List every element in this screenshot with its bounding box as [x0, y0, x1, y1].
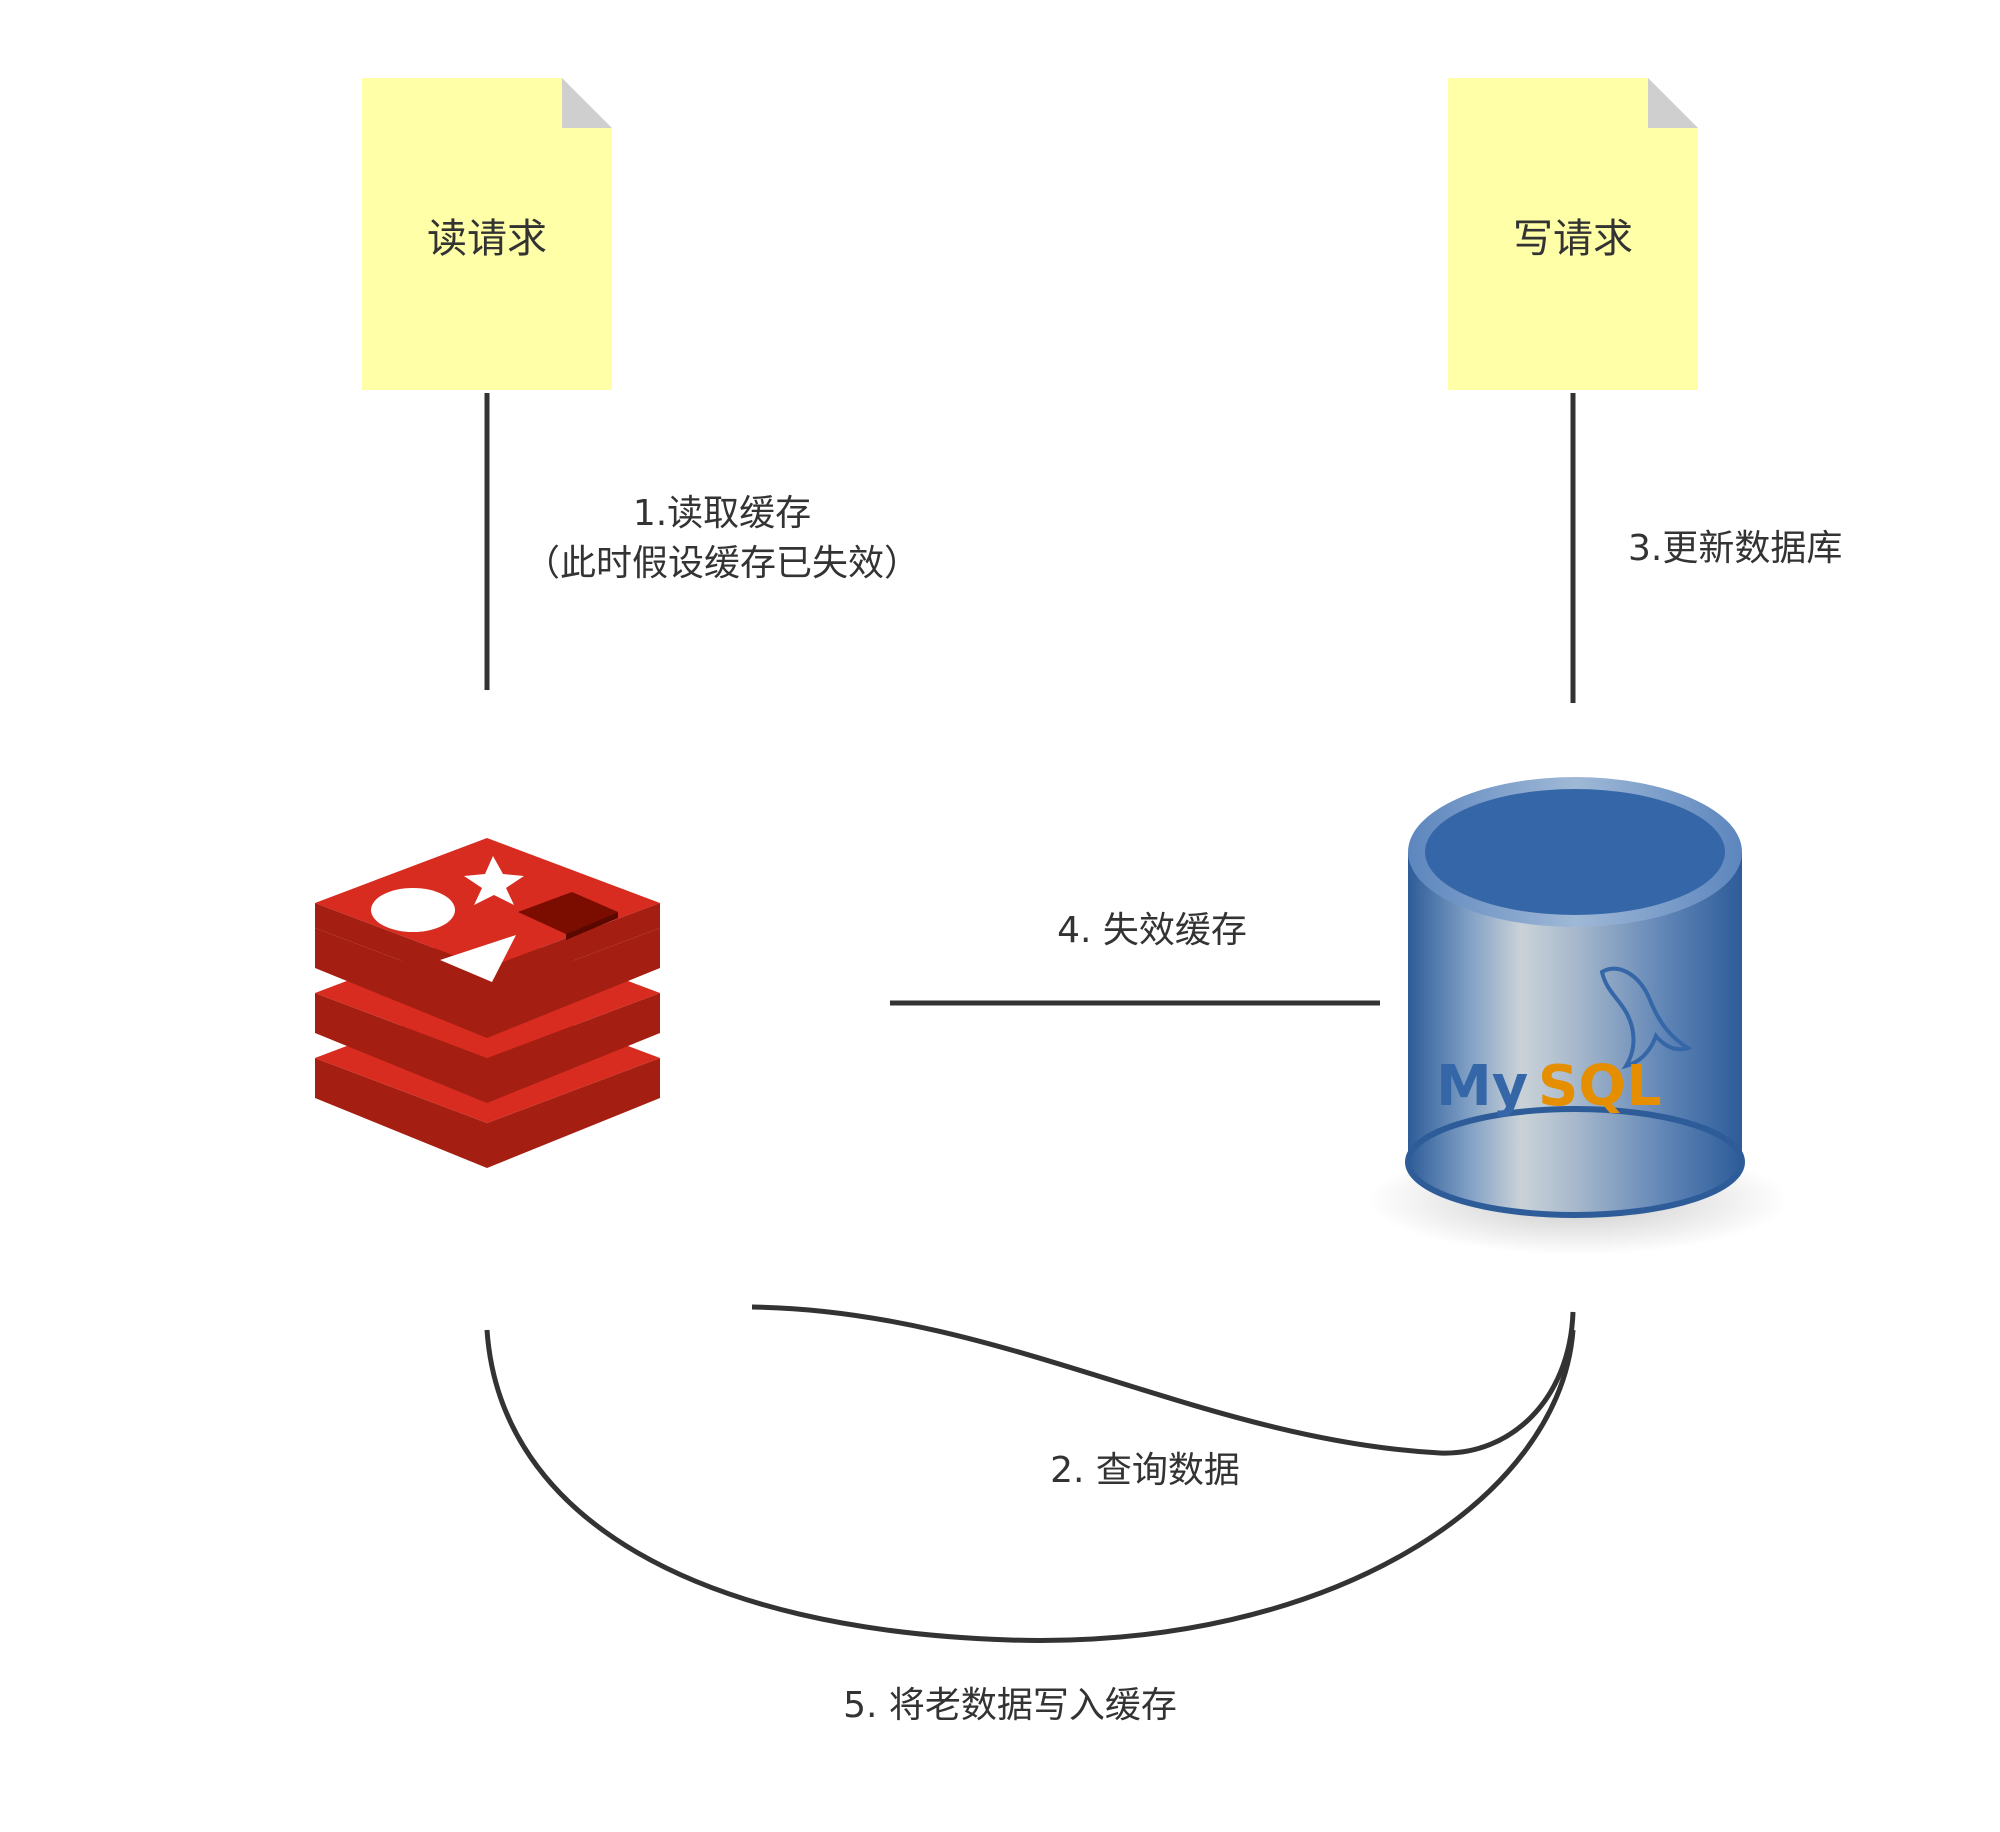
- redis-layer-top-face: [315, 838, 660, 968]
- edge-write-stale-arrow: [484, 1329, 1576, 1643]
- mysql-dolphin-icon: [1599, 966, 1693, 1070]
- note-shape: [1448, 78, 1698, 390]
- redis-circle-shape: [371, 888, 455, 932]
- redis-triangle-shape: [440, 935, 516, 982]
- redis-layer-top: [315, 928, 660, 1038]
- cylinder-bottom-rim: [1405, 1106, 1745, 1218]
- redis-layer-bottom: [315, 1058, 660, 1168]
- read-request-label: 读请求: [427, 216, 547, 262]
- redis-box-shadow: [566, 912, 618, 940]
- note-fold-icon: [1648, 78, 1698, 128]
- edge-update-db-label: 3.更新数据库: [1628, 528, 1842, 569]
- edge-query-data-label: 2. 查询数据: [1050, 1450, 1240, 1491]
- edge-read-cache-note: （此时假设缓存已失效）: [524, 543, 920, 584]
- mysql-logo-my: My: [1436, 1054, 1528, 1119]
- edge-invalidate-cache-label: 4. 失效缓存: [1057, 910, 1247, 951]
- cylinder-top-opening: [1425, 789, 1725, 915]
- redis-logo-icon: [315, 838, 660, 1168]
- redis-box-shape: [518, 892, 618, 934]
- write-request-label: 写请求: [1513, 216, 1633, 262]
- edge-query-data-arrow: [751, 1304, 1576, 1456]
- mysql-logo-sql: SQL: [1538, 1054, 1662, 1119]
- note-fold-icon: [562, 78, 612, 128]
- cylinder-body: [1408, 852, 1742, 1215]
- edge-write-stale-label: 5. 将老数据写入缓存: [843, 1685, 1177, 1726]
- mysql-database-icon: My SQL: [1368, 777, 1788, 1255]
- edge-read-cache-label: 1.读取缓存: [633, 493, 811, 534]
- note-shape: [362, 78, 612, 390]
- write-request-note: 写请求: [1448, 78, 1698, 390]
- redis-star-shape: [464, 856, 524, 905]
- read-request-note: 读请求: [362, 78, 612, 390]
- redis-layer-middle: [315, 993, 660, 1103]
